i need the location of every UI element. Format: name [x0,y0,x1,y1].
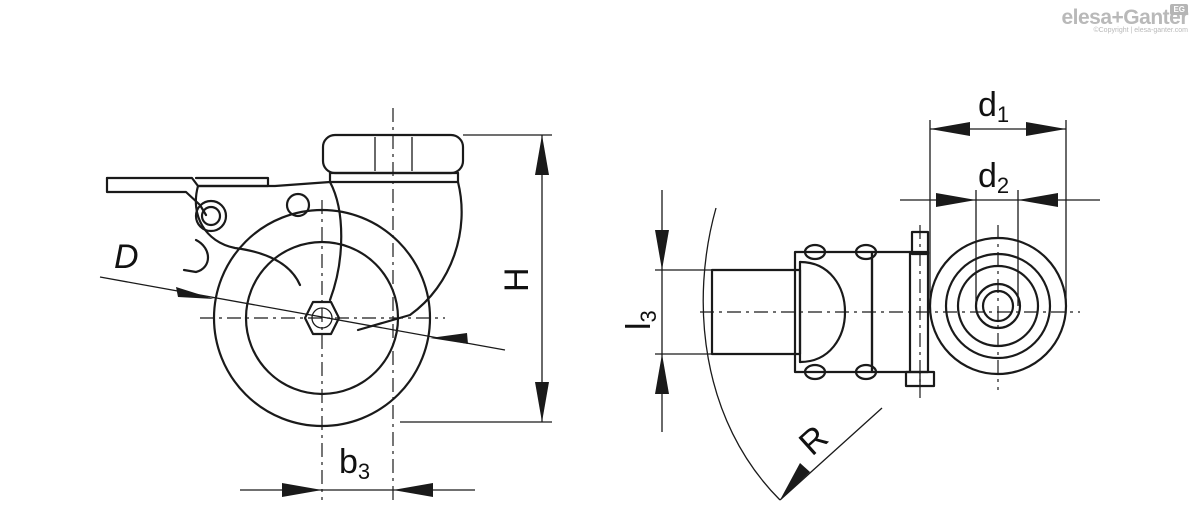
brake-pivot [194,199,228,233]
label-d1: d1 [978,86,1009,127]
swivel-arc [702,207,781,501]
dim-D: D [99,238,506,351]
brand-name: elesa+Ganter [1061,6,1188,29]
dim-b3: b3 [240,443,475,497]
label-D: D [114,238,139,276]
brand-logo: elesa+Ganter ©Copyright | elesa-ganter.c… [1061,4,1188,34]
dim-l3: l3 [620,190,712,432]
dim-d1: d1 [929,86,1067,306]
front-view-castor [700,225,1080,398]
brand-badge: EG [1170,4,1188,15]
fork-hole [285,192,311,218]
brand-copyright: ©Copyright | elesa-ganter.com [1093,27,1188,34]
label-l3: l3 [620,310,661,330]
dim-H: H [400,134,552,423]
label-d2: d2 [978,157,1009,198]
label-b3: b3 [339,443,370,484]
fork [196,180,463,332]
dim-d2: d2 [900,157,1100,306]
brake-pedal [105,176,208,217]
side-view-castor [105,108,465,500]
label-H: H [498,267,536,292]
